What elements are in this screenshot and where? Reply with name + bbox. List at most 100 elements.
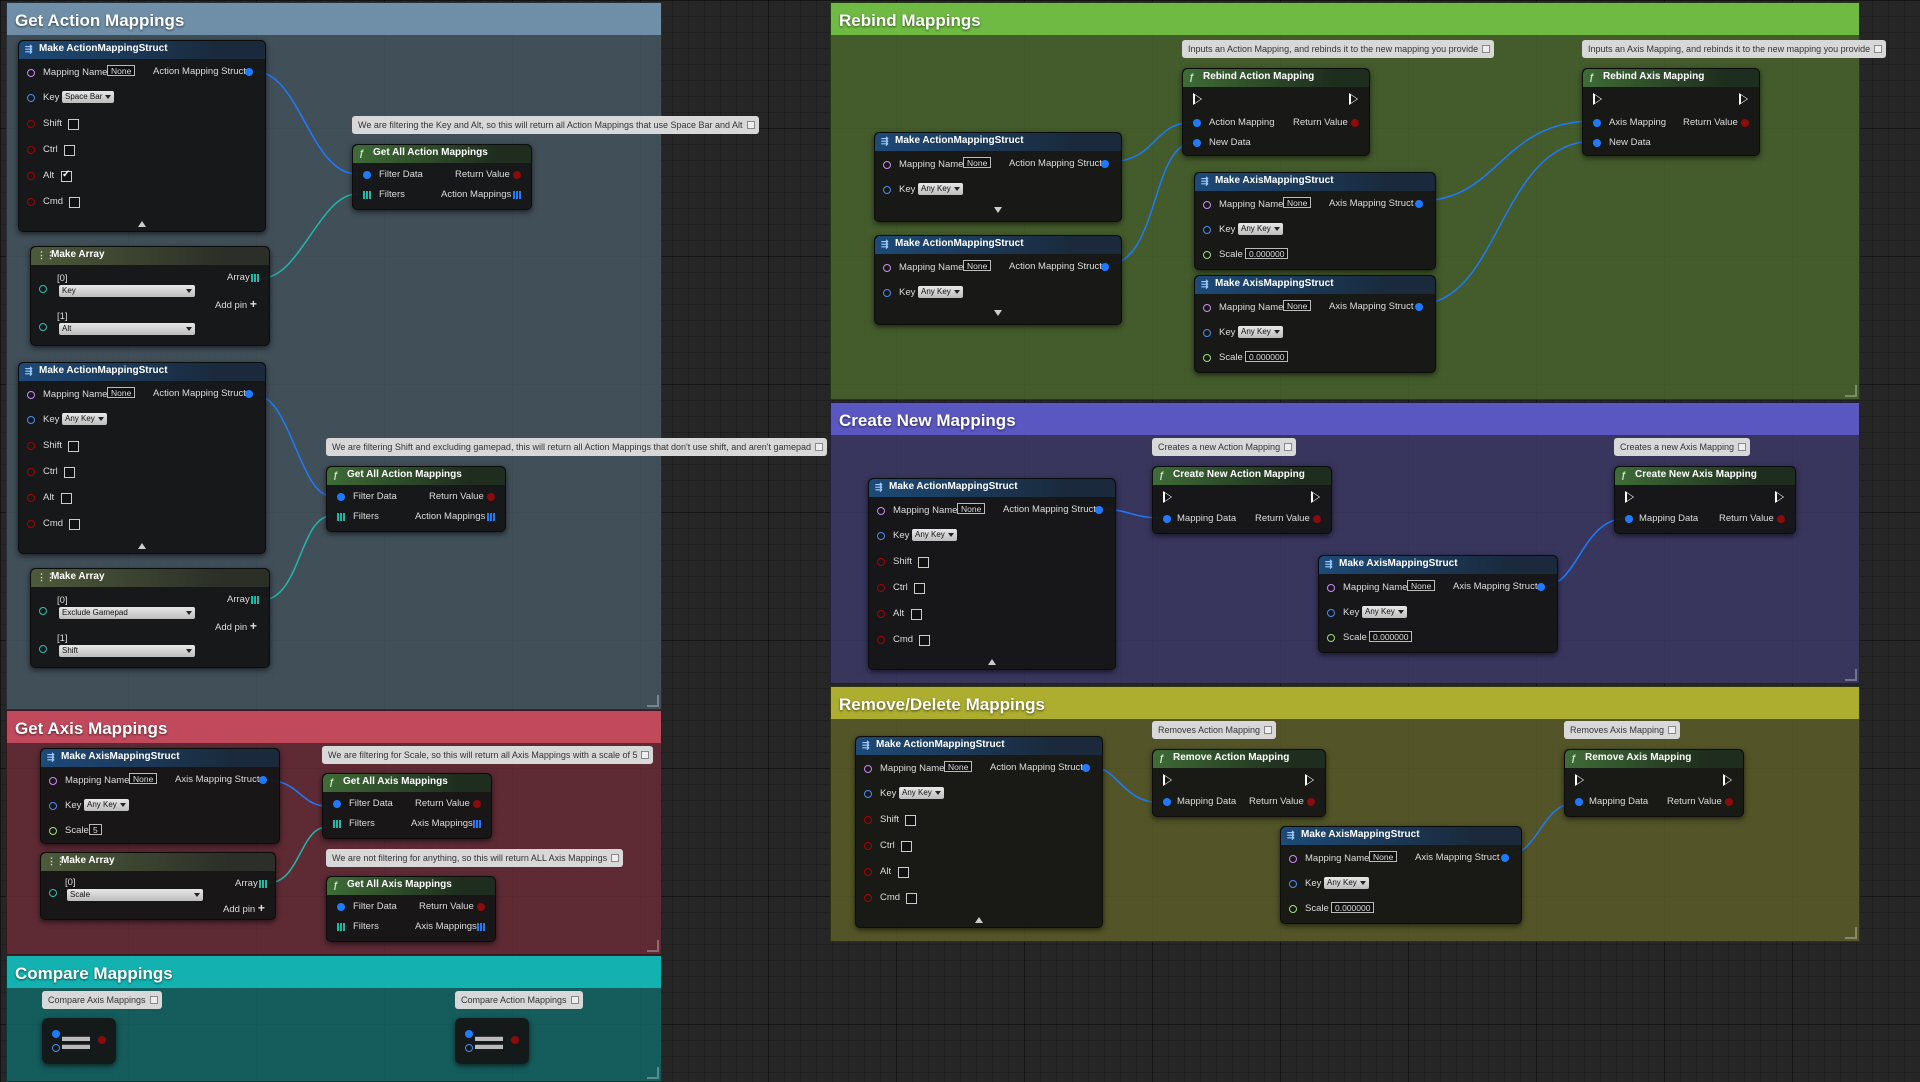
shift-checkbox[interactable] xyxy=(68,441,79,452)
key-pin[interactable] xyxy=(1203,329,1211,337)
make-action-mapping-struct-node[interactable]: ⇶Make ActionMappingStruct Mapping Name N… xyxy=(874,235,1122,325)
make-axis-mapping-struct-node[interactable]: ⇶Make AxisMappingStruct Mapping Name Non… xyxy=(1194,172,1436,270)
exec-in-pin[interactable] xyxy=(1163,491,1172,503)
output-pin[interactable] xyxy=(1415,200,1423,208)
exec-in-pin[interactable] xyxy=(1593,93,1602,105)
collapse-arrow-icon[interactable] xyxy=(988,659,996,665)
key-dropdown[interactable]: Any Key xyxy=(918,286,963,298)
axis-mappings-pin[interactable] xyxy=(477,923,485,931)
mapping-data-pin[interactable] xyxy=(1575,798,1583,806)
comment-bubble[interactable]: Compare Action Mappings xyxy=(455,991,583,1009)
comment-bubble[interactable]: Inputs an Axis Mapping, and rebinds it t… xyxy=(1582,40,1887,58)
shift-checkbox[interactable] xyxy=(68,119,79,130)
ctrl-pin[interactable] xyxy=(27,146,35,154)
node-header[interactable]: ⇶Make AxisMappingStruct xyxy=(1195,173,1435,191)
output-pin[interactable] xyxy=(1101,263,1109,271)
node-header[interactable]: ⋮⋮Make Array xyxy=(31,569,269,587)
exec-out-pin[interactable] xyxy=(1311,491,1320,503)
ctrl-pin[interactable] xyxy=(864,842,872,850)
index-0-dropdown[interactable]: Key xyxy=(59,285,195,297)
index-1-dropdown[interactable]: Alt xyxy=(59,323,195,335)
compare-axis-mappings-node[interactable]: ▬▬▬▬ xyxy=(42,1018,116,1064)
exec-in-pin[interactable] xyxy=(1625,491,1634,503)
cmd-checkbox[interactable] xyxy=(919,635,930,646)
key-dropdown[interactable]: Any Key xyxy=(1238,223,1283,235)
new-data-pin[interactable] xyxy=(1193,139,1201,147)
result-pin[interactable] xyxy=(98,1036,106,1044)
ctrl-checkbox[interactable] xyxy=(901,841,912,852)
mapping-name-pin[interactable] xyxy=(27,69,35,77)
scale-field[interactable]: 0.000000 xyxy=(1245,351,1289,362)
cmd-pin[interactable] xyxy=(877,636,885,644)
node-header[interactable]: ⇶Make ActionMappingStruct xyxy=(19,363,265,381)
mapping-name-pin[interactable] xyxy=(877,507,885,515)
exec-out-pin[interactable] xyxy=(1775,491,1784,503)
alt-checkbox[interactable] xyxy=(61,169,72,182)
exec-out-pin[interactable] xyxy=(1305,774,1314,786)
return-value-pin[interactable] xyxy=(477,903,485,911)
shift-checkbox[interactable] xyxy=(905,815,916,826)
expand-arrow-icon[interactable] xyxy=(994,207,1002,213)
cmd-pin[interactable] xyxy=(864,894,872,902)
key-pin[interactable] xyxy=(1327,609,1335,617)
key-pin[interactable] xyxy=(27,416,35,424)
collapse-arrow-icon[interactable] xyxy=(138,221,146,227)
comment-bubble[interactable]: Creates a new Axis Mapping xyxy=(1614,438,1751,456)
cmd-checkbox[interactable] xyxy=(69,519,80,530)
filter-data-pin[interactable] xyxy=(333,800,341,808)
exec-out-pin[interactable] xyxy=(1349,93,1358,105)
alt-checkbox[interactable] xyxy=(898,867,909,878)
resize-handle[interactable] xyxy=(1845,669,1857,681)
shift-pin[interactable] xyxy=(864,816,872,824)
scale-pin[interactable] xyxy=(1327,634,1335,642)
collapse-arrow-icon[interactable] xyxy=(975,917,983,923)
index-0-pin[interactable] xyxy=(49,889,57,897)
mapping-name-pin[interactable] xyxy=(27,391,35,399)
array-output-pin[interactable] xyxy=(259,880,267,888)
cmd-pin[interactable] xyxy=(27,520,35,528)
node-header[interactable]: ⇶Make ActionMappingStruct xyxy=(875,236,1121,254)
mapping-name-pin[interactable] xyxy=(1203,201,1211,209)
comment-compare-mappings[interactable]: Compare Mappings xyxy=(6,955,662,1082)
key-dropdown[interactable]: Any Key xyxy=(1324,877,1369,889)
array-output-pin[interactable] xyxy=(251,596,259,604)
key-dropdown[interactable]: Any Key xyxy=(1238,326,1283,338)
exec-out-pin[interactable] xyxy=(1723,774,1732,786)
ctrl-checkbox[interactable] xyxy=(64,467,75,478)
key-pin[interactable] xyxy=(1289,880,1297,888)
shift-checkbox[interactable] xyxy=(918,557,929,568)
mapping-name-field[interactable]: None xyxy=(1283,197,1312,208)
node-header[interactable]: ⇶Make AxisMappingStruct xyxy=(1281,827,1521,845)
node-header[interactable]: ⇶Make ActionMappingStruct xyxy=(875,133,1121,151)
mapping-name-pin[interactable] xyxy=(49,777,57,785)
node-header[interactable]: ⋮⋮Make Array xyxy=(31,247,269,265)
mapping-name-field[interactable]: None xyxy=(944,761,973,772)
node-header[interactable]: ⇶Make ActionMappingStruct xyxy=(19,41,265,59)
resize-handle[interactable] xyxy=(647,1067,659,1079)
ctrl-checkbox[interactable] xyxy=(64,145,75,156)
add-pin-button[interactable]: Add pin + xyxy=(215,297,257,311)
make-axis-mapping-struct-node[interactable]: ⇶Make AxisMappingStruct Mapping Name Non… xyxy=(40,748,280,844)
return-value-pin[interactable] xyxy=(487,493,495,501)
mapping-name-field[interactable]: None xyxy=(1407,580,1436,591)
input-b-pin[interactable] xyxy=(465,1044,473,1052)
output-pin[interactable] xyxy=(245,68,253,76)
index-1-dropdown[interactable]: Shift xyxy=(59,645,195,657)
filters-pin[interactable] xyxy=(337,513,345,521)
exec-in-pin[interactable] xyxy=(1575,774,1584,786)
alt-pin[interactable] xyxy=(877,610,885,618)
mapping-name-field[interactable]: None xyxy=(107,65,136,76)
index-0-dropdown[interactable]: Scale xyxy=(67,889,203,901)
make-action-mapping-struct-node[interactable]: ⇶Make ActionMappingStruct Mapping Name N… xyxy=(18,40,266,232)
output-pin[interactable] xyxy=(1095,506,1103,514)
mapping-name-pin[interactable] xyxy=(883,264,891,272)
